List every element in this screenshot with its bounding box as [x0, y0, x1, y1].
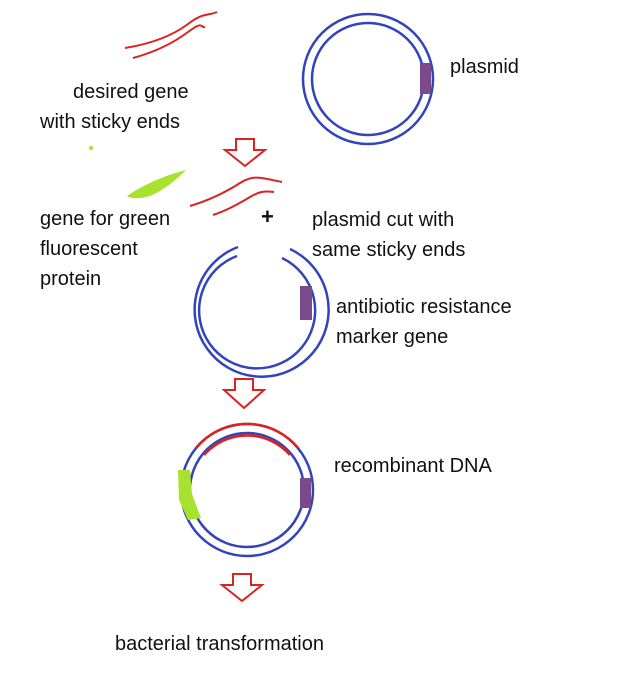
recombinant-gene-insert [194, 422, 300, 456]
plasmid-marker-segment [420, 63, 431, 94]
label-gfp-gene: gene for green fluorescent protein [40, 204, 170, 294]
plasmid-cut [193, 245, 330, 378]
label-desired-gene-line1: desired gene [73, 81, 189, 103]
label-desired-gene: desired gene with sticky ends [40, 77, 189, 137]
recombinant-marker-segment [300, 478, 311, 508]
arrow-down-2 [221, 378, 267, 410]
label-gfp-gene-line3: protein [40, 268, 102, 290]
label-antibiotic-marker-line1: antibiotic resistance [336, 296, 512, 318]
label-gfp-gene-line2: fluorescent [40, 238, 138, 260]
label-antibiotic-marker-line2: marker gene [336, 326, 449, 348]
plasmid-cut-marker-segment [300, 286, 312, 320]
plasmid-intact [301, 12, 435, 146]
gfp-gene-fragment [127, 170, 186, 199]
gfp-fragment-dot [89, 146, 93, 150]
label-antibiotic-marker: antibiotic resistance marker gene [336, 292, 512, 352]
plus-sign: + [261, 204, 274, 229]
label-bacterial-transformation: bacterial transformation [115, 633, 324, 655]
label-gfp-gene-line1: gene for green [40, 208, 171, 230]
label-recombinant-dna: recombinant DNA [334, 455, 492, 477]
desired-gene-strands [124, 11, 218, 59]
label-plasmid-cut-line2: same sticky ends [312, 239, 466, 261]
arrow-down-1 [222, 138, 268, 168]
label-plasmid: plasmid [450, 56, 519, 78]
recombinant-gfp-segment [178, 470, 201, 520]
desired-gene-strands-cut [189, 176, 283, 216]
label-plasmid-cut: plasmid cut with same sticky ends [312, 205, 465, 265]
arrow-down-3 [219, 573, 265, 603]
label-plasmid-cut-line1: plasmid cut with [312, 209, 455, 231]
label-desired-gene-line2: with sticky ends [40, 111, 181, 133]
